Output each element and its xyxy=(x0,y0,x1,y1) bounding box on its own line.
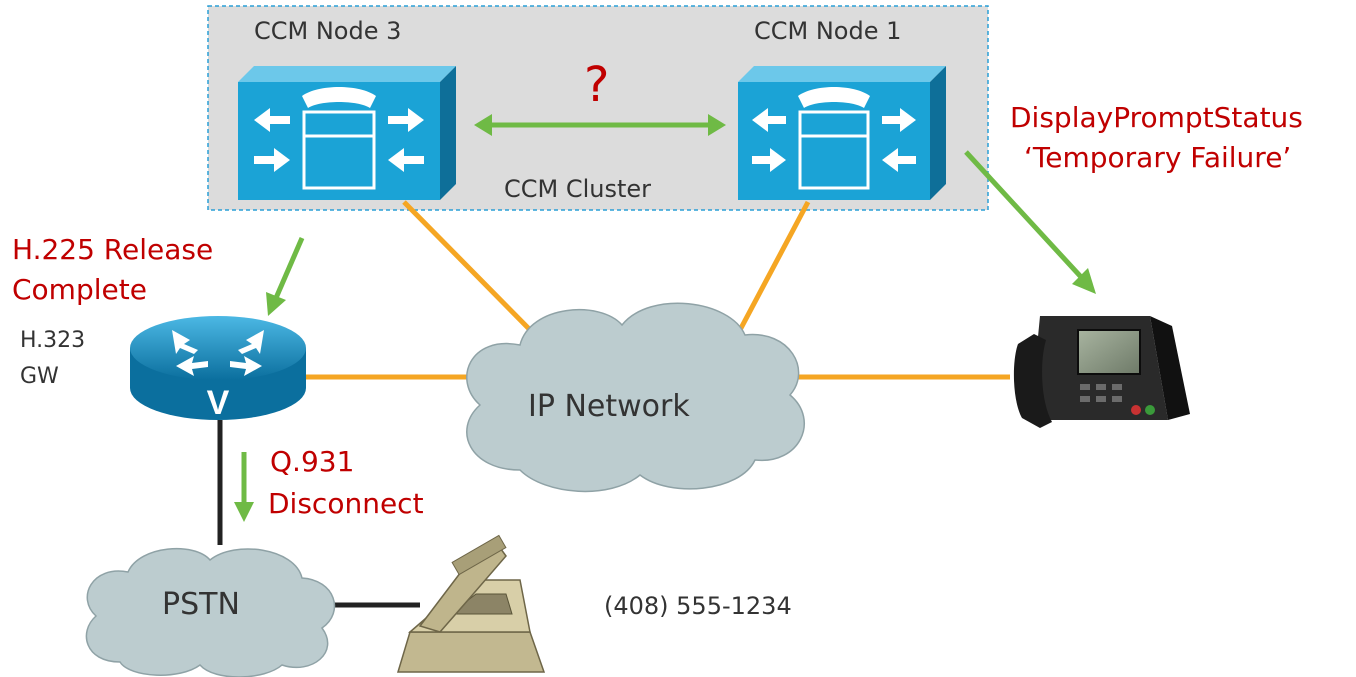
cluster-link-arrow xyxy=(474,114,726,136)
gateway-label-line1: H.323 xyxy=(20,328,86,353)
q931-label: Q.931 xyxy=(270,445,355,478)
ccm-node-1-server-icon xyxy=(738,66,946,200)
disconnect-arrow xyxy=(234,452,254,522)
link-node3-ip xyxy=(402,200,542,342)
pstn-links xyxy=(217,420,420,608)
ip-network-cloud-icon xyxy=(466,302,806,493)
cluster-link-status: ? xyxy=(584,57,610,113)
h225-complete-label: Complete xyxy=(12,273,147,306)
disconnect-label: Disconnect xyxy=(268,487,424,520)
ccm-cluster-label: CCM Cluster xyxy=(504,175,652,203)
h323-gateway-router-icon: V xyxy=(130,316,306,422)
ccm-node-3-server-icon xyxy=(238,66,456,200)
pstn-label: PSTN xyxy=(162,587,240,622)
gateway-label-line2: GW xyxy=(20,364,59,389)
temporary-failure-label: ‘Temporary Failure’ xyxy=(1024,141,1292,174)
analog-phone-icon xyxy=(396,534,546,673)
display-prompt-status-label: DisplayPromptStatus xyxy=(1010,101,1303,134)
h225-release-label: H.225 Release xyxy=(12,233,214,266)
ip-phone-icon xyxy=(1013,316,1190,428)
ip-links xyxy=(306,200,1010,380)
ccm-node-1-label: CCM Node 1 xyxy=(754,17,902,45)
ccm-node-3-label: CCM Node 3 xyxy=(254,17,402,45)
ip-network-label: IP Network xyxy=(528,389,690,424)
svg-text:V: V xyxy=(207,384,230,422)
pstn-cloud-icon xyxy=(85,548,336,677)
display-prompt-arrow xyxy=(964,150,1096,294)
release-complete-arrow xyxy=(266,237,305,316)
link-node1-ip xyxy=(737,200,811,332)
pstn-phone-number: (408) 555-1234 xyxy=(604,592,792,620)
